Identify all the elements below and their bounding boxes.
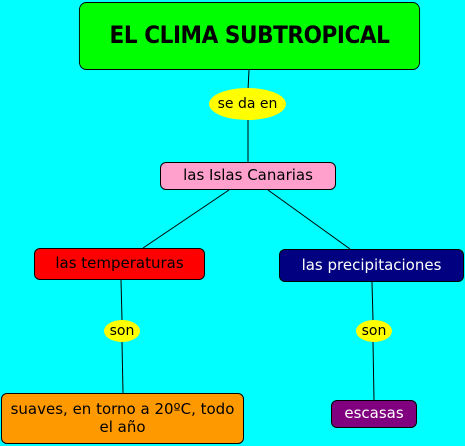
concept-precipitation-value: escasas [331,400,417,428]
connector-son-to-mild [121,341,124,394]
concept-temperatures: las temperaturas [34,248,205,280]
concept-precipitation-value-text: escasas [344,404,404,423]
connector-title-to-phrase [247,69,250,91]
concept-precipitation: las precipitaciones [279,249,464,282]
link-phrase-se-da-en: se da en [209,88,286,120]
link-phrase-son-right-text: son [361,323,387,339]
link-phrase-son-left-text: son [109,323,135,339]
concept-location: las Islas Canarias [160,162,336,190]
link-phrase-son-right: son [356,320,392,342]
connector-islands-to-temperatures [142,189,230,249]
concept-temperatures-text: las temperaturas [55,254,184,273]
connector-son-to-scarce [372,341,375,401]
connector-precipitation-to-son [371,281,374,321]
concept-temperatures-value: suaves, en torno a 20ºC, todo el año [1,393,244,444]
concept-title: EL CLIMA SUBTROPICAL [78,2,421,70]
concept-temperatures-value-text: suaves, en torno a 20ºC, todo el año [10,400,235,436]
link-phrase-se-da-en-text: se da en [217,96,278,112]
connector-islands-to-precipitation [267,189,351,250]
concept-title-text: EL CLIMA SUBTROPICAL [109,21,390,50]
concept-precipitation-text: las precipitaciones [301,255,442,274]
connector-temperatures-to-son [120,279,123,321]
link-phrase-son-left: son [104,320,140,342]
concept-location-text: las Islas Canarias [183,166,313,185]
